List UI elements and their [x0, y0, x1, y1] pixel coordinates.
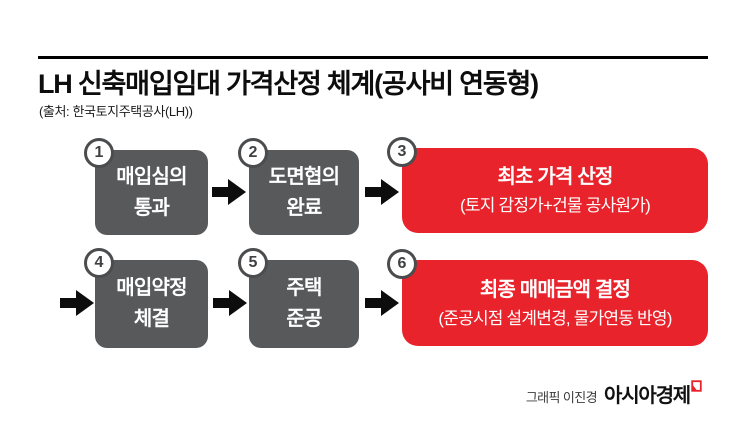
step-label-line2: 준공 [286, 308, 322, 330]
credits: 그래픽 이진경 아시아경제 [526, 379, 702, 408]
step-number-badge: 4 [84, 248, 114, 278]
step-label-line2: 완료 [286, 196, 322, 219]
top-rule [38, 56, 708, 59]
step-label-line1: 매입심의 [116, 165, 187, 188]
page-title: LH 신축매입임대 가격산정 체계(공사비 연동형) [38, 69, 539, 99]
flow-arrow-icon [60, 288, 94, 318]
brand-mark-icon [691, 380, 702, 393]
flow-arrow-icon [365, 288, 399, 318]
flow-arrow-icon [365, 177, 399, 207]
step-label-line2: 통과 [133, 196, 170, 219]
step-title: 최종 매매금액 결정 [479, 278, 631, 301]
step-number-badge: 6 [387, 249, 417, 279]
step-subtitle: (준공시점 설계변경, 물가연동 반영) [438, 308, 672, 328]
step-box-purchase-agreement: 4 매입약정 체결 [84, 248, 208, 348]
step-number-badge: 1 [84, 138, 114, 168]
flow-arrow-icon [213, 288, 247, 318]
source-note: (출처: 한국토지주택공사(LH)) [39, 104, 193, 119]
brand-logotype: 아시아경제 [604, 385, 691, 407]
step-label-line1: 도면협의 [268, 165, 340, 188]
step-label-line2: 체결 [133, 308, 170, 330]
step-box-final-price: 6 최종 매매금액 결정 (준공시점 설계변경, 물가연동 반영) [387, 249, 708, 346]
step-title: 최초 가격 산정 [497, 166, 613, 188]
flow-arrow-icon [212, 177, 246, 207]
graphic-credit: 그래픽 이진경 [525, 390, 598, 405]
step-label-line1: 매입약정 [116, 277, 187, 299]
step-number-badge: 3 [387, 137, 417, 167]
step-number-badge: 5 [238, 248, 268, 278]
step-number-badge: 2 [238, 138, 268, 168]
step-box-housing-completion: 5 주택 준공 [238, 248, 359, 348]
step-box-purchase-review: 1 매입심의 통과 [84, 138, 208, 235]
step-label-line1: 주택 [286, 277, 322, 299]
step-subtitle: (토지 감정가+건물 공사원가) [460, 196, 651, 215]
step-box-drawing-consult: 2 도면협의 완료 [238, 138, 359, 235]
step-box-initial-price: 3 최초 가격 산정 (토지 감정가+건물 공사원가) [387, 137, 708, 233]
